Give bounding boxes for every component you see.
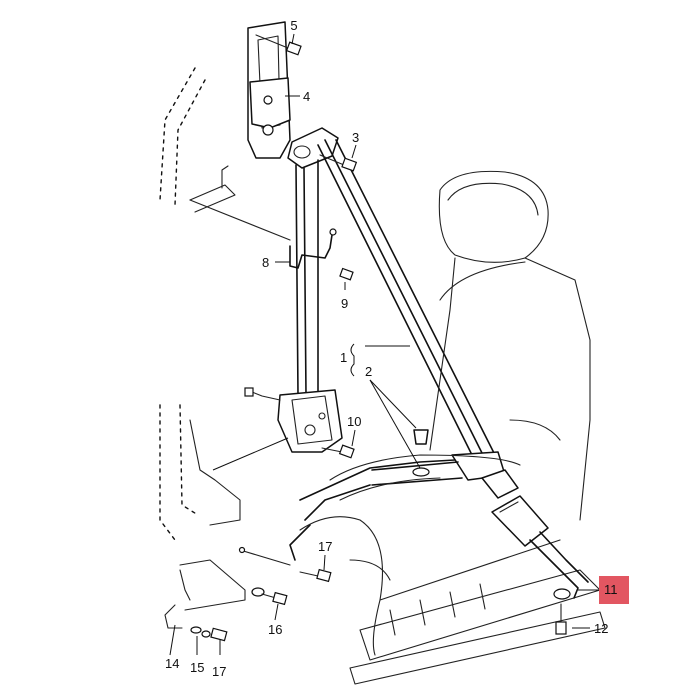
bolt-5 — [255, 34, 302, 56]
lap-belt — [289, 459, 519, 561]
callout-16: 16 — [268, 622, 282, 637]
callout-10: 10 — [347, 414, 361, 429]
callout-11: 11 — [604, 582, 618, 597]
lower-anchor-rail — [164, 546, 291, 629]
callout-2: 2 — [365, 364, 372, 379]
callout-5: 5 — [290, 18, 297, 33]
callout-8: 8 — [262, 255, 269, 270]
b-pillar-panel — [159, 67, 291, 541]
callouts: 5 4 3 8 9 1 2 10 17 16 14 15 17 12 11 — [165, 18, 629, 679]
shoulder-webbing — [317, 139, 506, 486]
callout-1: 1 — [340, 350, 347, 365]
bolt-2 — [412, 429, 430, 477]
buckle — [491, 495, 589, 600]
callout-12: 12 — [594, 621, 608, 636]
callout-3: 3 — [352, 130, 359, 145]
callout-11-highlight — [599, 576, 629, 604]
seat — [299, 170, 606, 685]
callout-4: 4 — [303, 89, 310, 104]
bolt-17a — [299, 568, 332, 583]
callout-17-upper: 17 — [318, 539, 332, 554]
callout-15: 15 — [190, 660, 204, 675]
bolt-12 — [555, 603, 567, 635]
vertical-webbing — [295, 159, 319, 396]
height-adjuster — [221, 21, 291, 189]
bolt-14-15-17b — [190, 626, 228, 642]
bolt-9 — [339, 267, 354, 281]
callout-17-lower: 17 — [212, 664, 226, 679]
callout-9: 9 — [341, 296, 348, 311]
bolt-3 — [319, 154, 358, 172]
sensor-bracket — [289, 228, 337, 269]
leader-lines — [169, 33, 600, 656]
callout-14: 14 — [165, 656, 179, 671]
bolt-10 — [321, 444, 355, 459]
retractor — [244, 387, 343, 453]
upper-guide-loop — [287, 127, 339, 169]
bolt-16 — [251, 587, 288, 606]
